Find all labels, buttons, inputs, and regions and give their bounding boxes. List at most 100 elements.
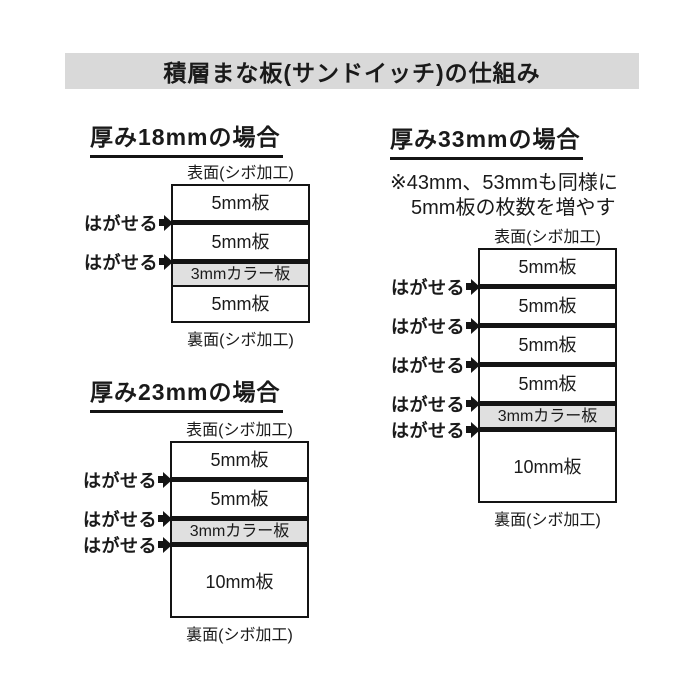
layer-row: 5mm板 bbox=[173, 186, 308, 220]
arrow-stem bbox=[158, 541, 163, 548]
peel-arrow-row: はがせる bbox=[83, 506, 172, 532]
section-heading: 厚み18mmの場合 bbox=[90, 118, 284, 158]
layer-label: 3mmカラー板 bbox=[497, 407, 598, 425]
arrow-stem bbox=[158, 476, 163, 483]
layer-label: 5mm板 bbox=[210, 450, 269, 470]
arrow-right-icon bbox=[466, 317, 480, 334]
peel-divider bbox=[480, 284, 615, 289]
arrow-stem bbox=[466, 283, 471, 290]
peel-divider bbox=[173, 259, 308, 264]
layer-label: 5mm板 bbox=[210, 489, 269, 509]
layer-row: 5mm板 bbox=[173, 287, 308, 321]
layer-label: 5mm板 bbox=[518, 296, 577, 316]
arrow-head bbox=[163, 471, 172, 488]
peel-label: はがせる bbox=[84, 213, 158, 234]
title-bar: 積層まな板(サンドイッチ)の仕組み bbox=[65, 53, 639, 89]
layer-label: 5mm板 bbox=[518, 257, 577, 277]
back-label: 裏面(シボ加工) bbox=[186, 627, 293, 644]
arrow-head bbox=[471, 317, 480, 334]
arrow-stem bbox=[466, 322, 471, 329]
arrow-right-icon bbox=[159, 214, 173, 231]
layer-label: 3mmカラー板 bbox=[189, 522, 290, 540]
layer-label: 5mm板 bbox=[211, 232, 270, 252]
peel-arrow-row: はがせる bbox=[84, 210, 173, 236]
peel-arrow-row: はがせる bbox=[83, 532, 172, 558]
peel-arrow-row: はがせる bbox=[391, 417, 480, 443]
peel-arrow-row: はがせる bbox=[84, 249, 173, 275]
back-label: 裏面(シボ加工) bbox=[494, 512, 601, 529]
layer-row: 5mm板 bbox=[172, 443, 307, 477]
layer-label: 10mm板 bbox=[205, 571, 274, 592]
arrow-stem bbox=[466, 400, 471, 407]
section-notes: ※43mm、53mmも同様に 5mm板の枚数を増やす bbox=[390, 171, 618, 221]
peel-label: はがせる bbox=[391, 394, 465, 415]
layer-row: 5mm板 bbox=[480, 250, 615, 284]
layer-row: 5mm板 bbox=[172, 482, 307, 516]
arrow-head bbox=[471, 421, 480, 438]
peel-divider bbox=[172, 477, 307, 482]
peel-arrow-row: はがせる bbox=[83, 467, 172, 493]
note-line: ※43mm、53mmも同様に bbox=[390, 172, 618, 194]
layer-row: 5mm板 bbox=[480, 328, 615, 362]
arrow-head bbox=[471, 395, 480, 412]
peel-divider bbox=[172, 542, 307, 547]
arrow-right-icon bbox=[158, 536, 172, 553]
arrow-head bbox=[471, 356, 480, 373]
arrow-stem bbox=[466, 426, 471, 433]
bond-divider bbox=[173, 285, 308, 287]
peel-label: はがせる bbox=[391, 316, 465, 337]
layer-label: 5mm板 bbox=[211, 294, 270, 314]
arrow-head bbox=[164, 214, 173, 231]
note-line: 5mm板の枚数を増やす bbox=[411, 197, 616, 219]
peel-divider bbox=[480, 401, 615, 406]
back-label: 裏面(シボ加工) bbox=[187, 332, 294, 349]
arrow-stem bbox=[159, 219, 164, 226]
layer-row: 10mm板 bbox=[480, 432, 615, 501]
peel-label: はがせる bbox=[391, 277, 465, 298]
peel-divider bbox=[480, 323, 615, 328]
section-heading: 厚み23mmの場合 bbox=[90, 373, 284, 413]
arrow-right-icon bbox=[466, 278, 480, 295]
arrow-stem bbox=[466, 361, 471, 368]
layer-box: 表面(シボ加工) 5mm板 5mm板 5mm板 5mm板 3mmカラー板 10mm板 はがせる… bbox=[391, 229, 617, 529]
peel-divider bbox=[480, 427, 615, 432]
arrow-right-icon bbox=[466, 356, 480, 373]
peel-divider bbox=[172, 516, 307, 521]
layer-row: 3mmカラー板 bbox=[172, 521, 307, 542]
peel-label: はがせる bbox=[83, 509, 157, 530]
arrow-head bbox=[163, 510, 172, 527]
peel-arrow-row: はがせる bbox=[391, 352, 480, 378]
peel-divider bbox=[480, 362, 615, 367]
arrow-stem bbox=[158, 515, 163, 522]
peel-label: はがせる bbox=[83, 470, 157, 491]
layer-label: 10mm板 bbox=[513, 456, 582, 477]
layer-row: 5mm板 bbox=[480, 289, 615, 323]
peel-label: はがせる bbox=[391, 420, 465, 441]
peel-arrow-row: はがせる bbox=[391, 313, 480, 339]
layer-label: 3mmカラー板 bbox=[190, 265, 291, 283]
layer-row: 3mmカラー板 bbox=[480, 406, 615, 427]
peel-arrow-row: はがせる bbox=[391, 391, 480, 417]
layer-row: 5mm板 bbox=[173, 225, 308, 259]
layer-row: 10mm板 bbox=[172, 547, 307, 616]
layer-label: 5mm板 bbox=[518, 335, 577, 355]
arrow-head bbox=[471, 278, 480, 295]
layer-row: 5mm板 bbox=[480, 367, 615, 401]
surface-label: 表面(シボ加工) bbox=[494, 229, 601, 246]
layer-label: 5mm板 bbox=[518, 374, 577, 394]
page-title: 積層まな板(サンドイッチ)の仕組み bbox=[163, 60, 541, 86]
peel-divider bbox=[173, 220, 308, 225]
peel-arrow-row: はがせる bbox=[391, 274, 480, 300]
arrow-head bbox=[164, 253, 173, 270]
peel-label: はがせる bbox=[391, 355, 465, 376]
layer-label: 5mm板 bbox=[211, 193, 270, 213]
surface-label: 表面(シボ加工) bbox=[187, 165, 294, 182]
peel-label: はがせる bbox=[83, 535, 157, 556]
arrow-right-icon bbox=[158, 471, 172, 488]
